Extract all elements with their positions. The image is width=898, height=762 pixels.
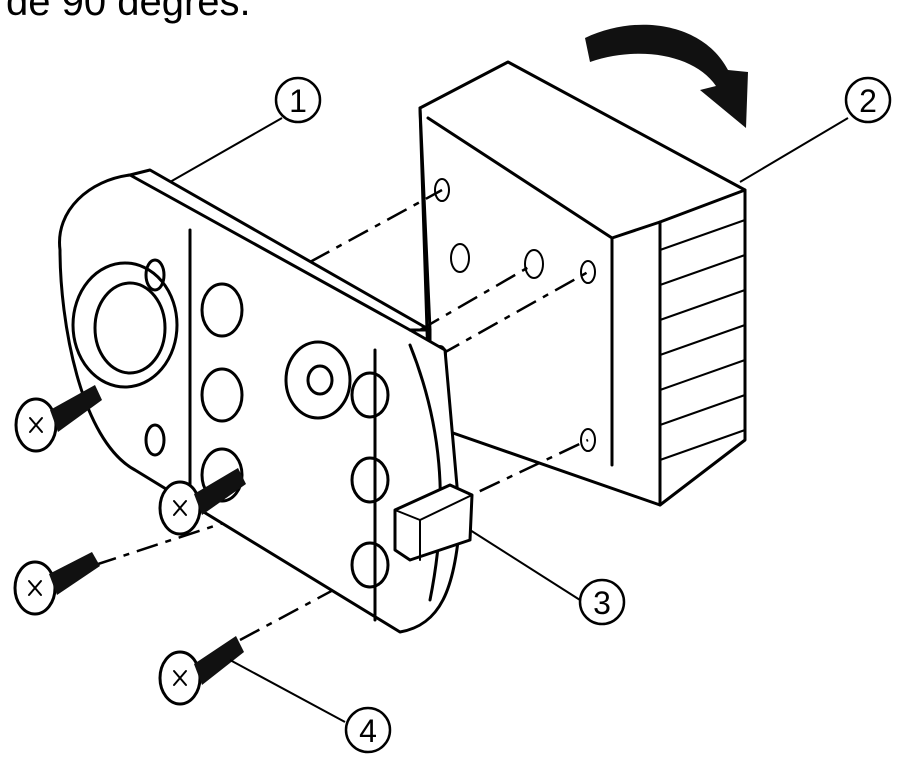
svg-text:2: 2 xyxy=(859,83,877,119)
callout-4: 4 xyxy=(344,706,392,754)
countersunk-screw-icon xyxy=(13,552,100,616)
callout-2: 2 xyxy=(844,76,892,124)
alignment-line-2 xyxy=(419,262,535,332)
countersunk-screw-icon xyxy=(14,385,102,453)
caption-text: de 90 degrés. xyxy=(6,0,251,24)
callout-1: 1 xyxy=(274,76,322,124)
heatsink-block xyxy=(418,60,747,507)
leader-line-1 xyxy=(169,117,283,183)
alignment-line-4 xyxy=(439,438,589,512)
leader-line-4 xyxy=(229,659,346,723)
countersunk-screw-icon xyxy=(158,636,244,706)
countersunk-screw-icon xyxy=(158,468,246,536)
callout-3: 3 xyxy=(578,578,626,626)
rotation-arrow-icon xyxy=(585,24,748,128)
svg-text:1: 1 xyxy=(289,83,307,119)
svg-text:4: 4 xyxy=(359,713,377,749)
leader-line-3 xyxy=(469,529,581,601)
mounting-plate xyxy=(58,168,474,634)
svg-text:3: 3 xyxy=(593,585,611,621)
alignment-line-1 xyxy=(309,188,443,264)
alignment-line-3 xyxy=(439,270,589,357)
leader-line-2 xyxy=(739,117,849,183)
